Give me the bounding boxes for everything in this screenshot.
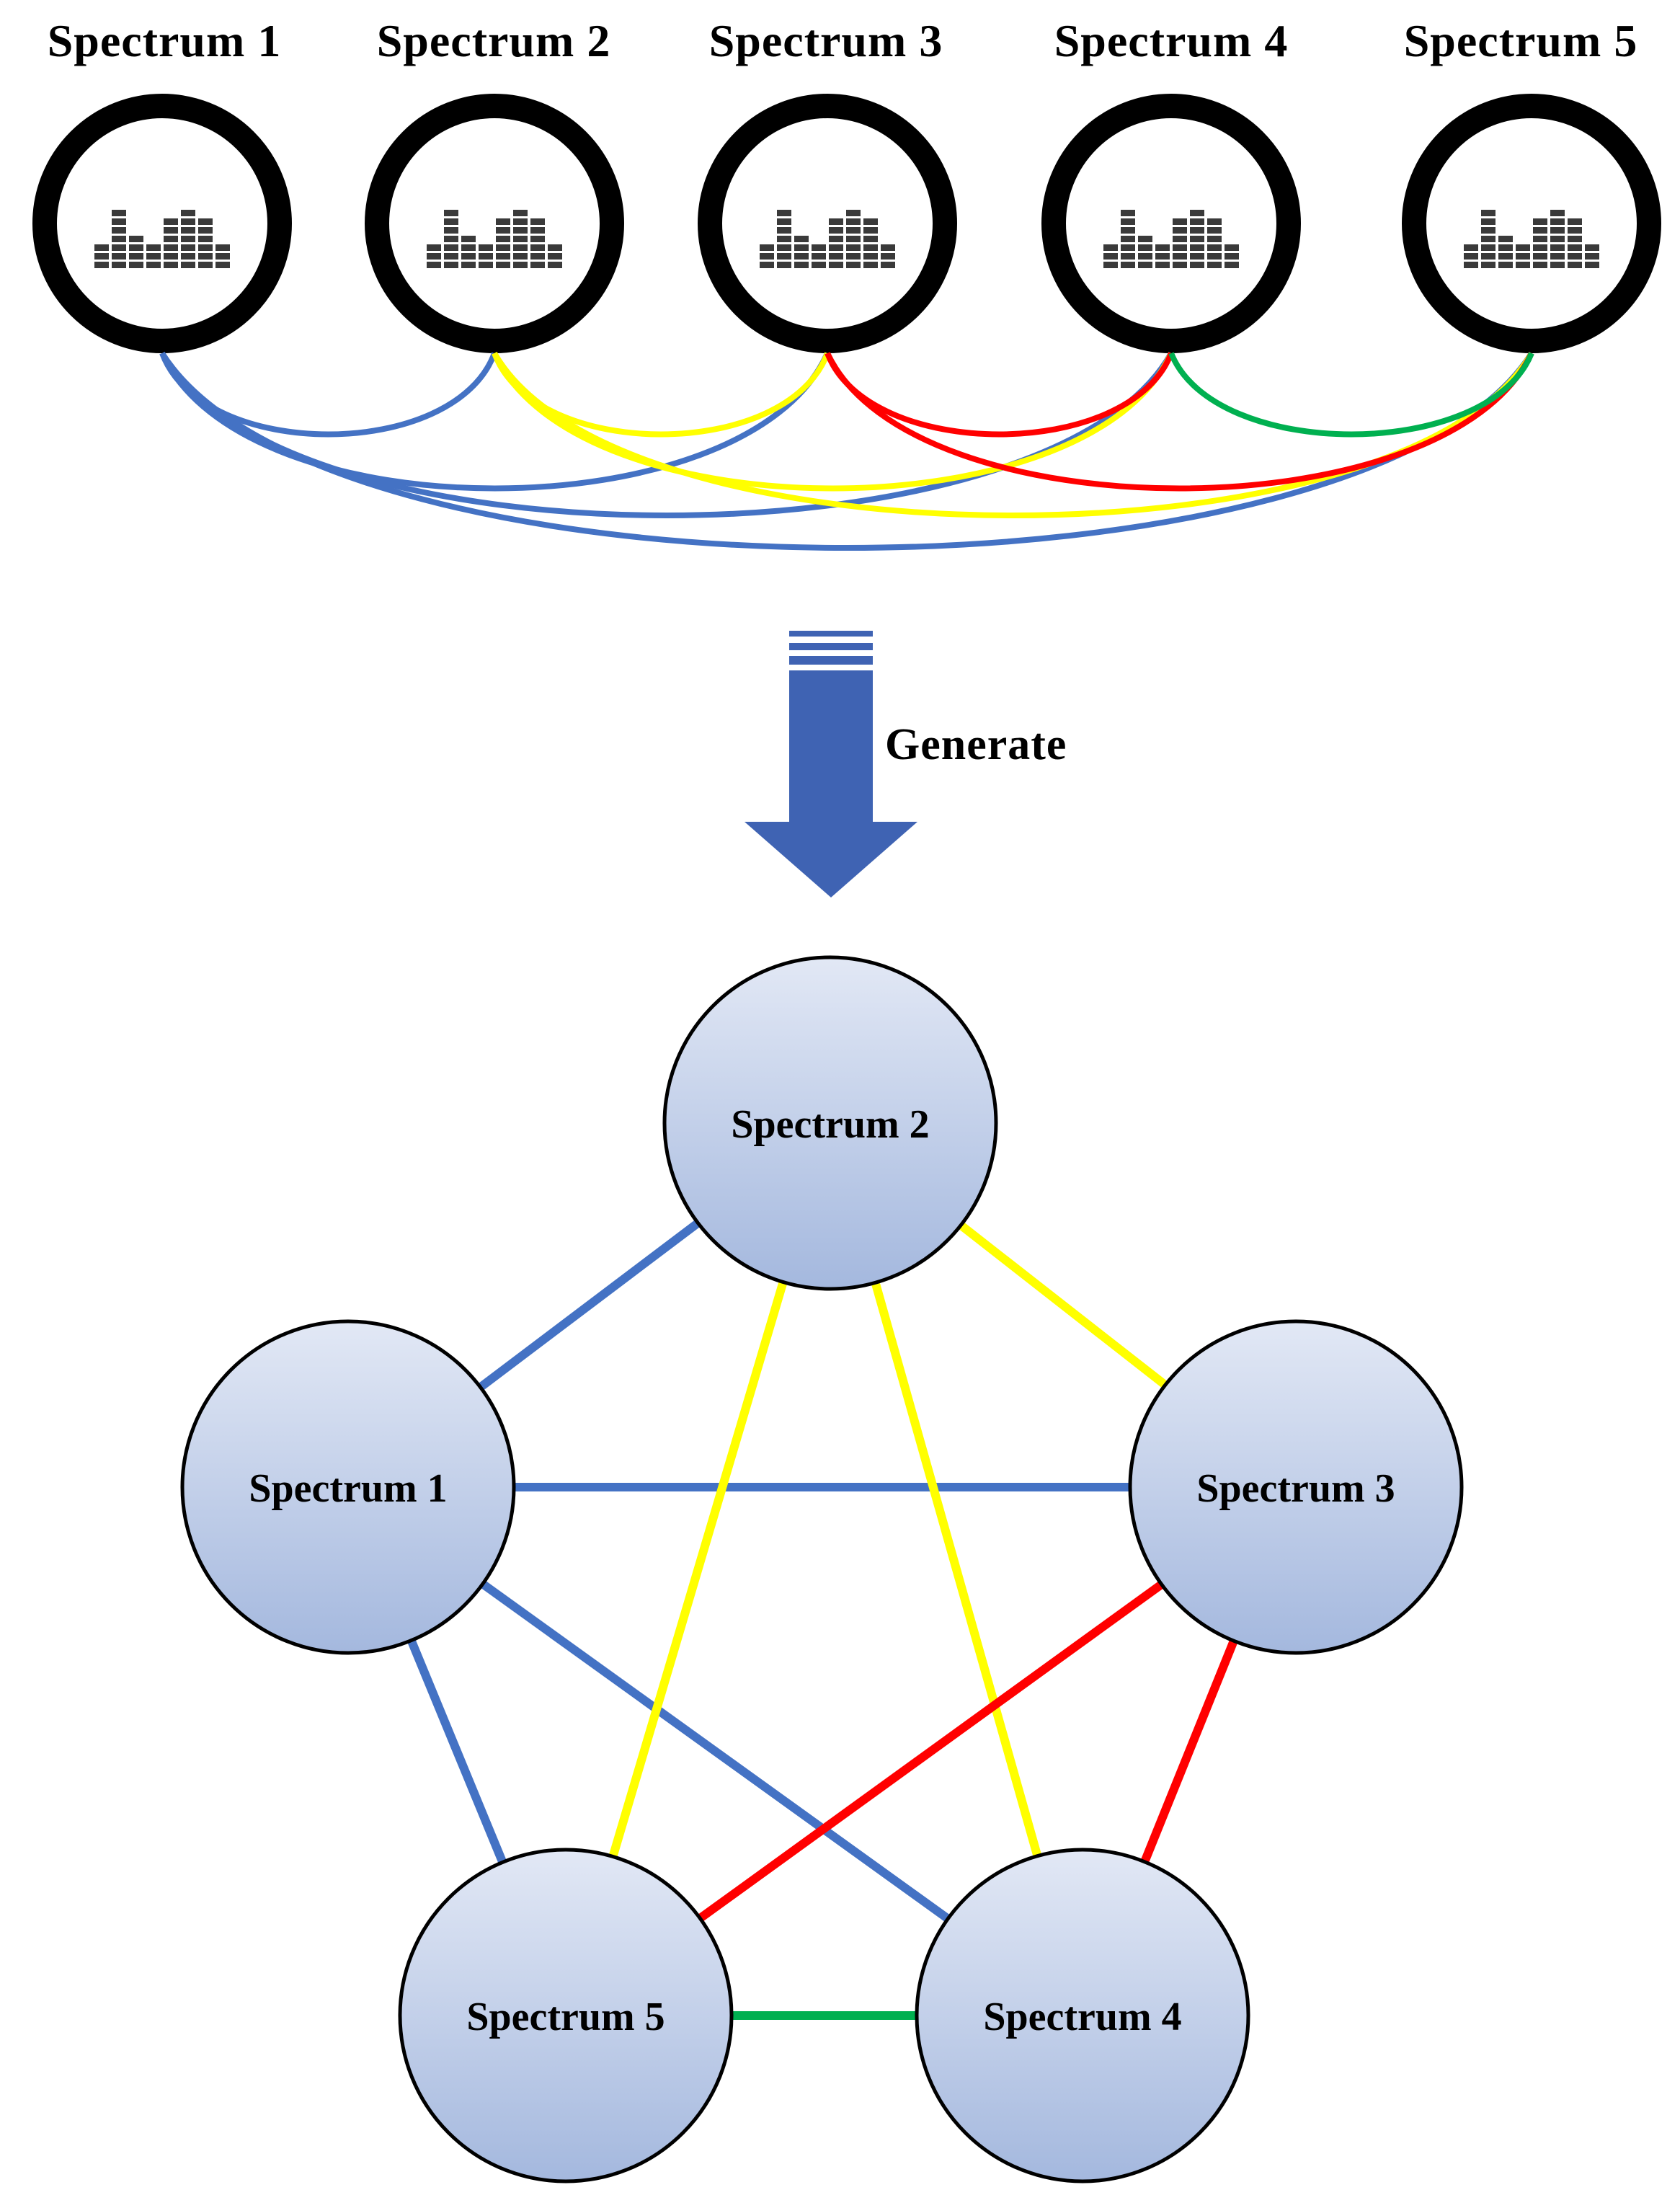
graph-edges (407, 1219, 1238, 2020)
graph-edge-3-4 (1140, 1639, 1238, 1863)
bar-chart-icon (94, 210, 230, 268)
generate-arrow: Generate (745, 631, 1067, 897)
arrow-stripe-2 (789, 643, 873, 650)
top-curve-1-3 (159, 352, 830, 492)
spectrum-ring-1 (32, 94, 292, 353)
arrow-stripe-1 (789, 631, 873, 637)
arrow-body (745, 670, 917, 897)
bar-chart-icon (427, 210, 562, 268)
node-label-3: Spectrum 3 (1196, 1466, 1395, 1511)
graph-edge-3-5 (697, 1580, 1165, 1923)
node-label-2: Spectrum 2 (731, 1102, 929, 1147)
bar-chart-icon (760, 210, 895, 268)
top-spectrum-label-5: Spectrum 5 (1404, 15, 1638, 66)
graph-edge-2-5 (608, 1280, 788, 1858)
graph-nodes: Spectrum 2 Spectrum 1 Spectrum 3 Spectru… (180, 955, 1464, 2183)
graph-node-1: Spectrum 1 (180, 1319, 516, 1655)
node-label-5: Spectrum 5 (466, 1995, 665, 2039)
node-circle-1 (180, 1319, 516, 1655)
graph-edge-1-5 (407, 1639, 507, 1864)
top-curve-1-2 (159, 352, 497, 438)
bar-chart-icon (1103, 210, 1239, 268)
spectrum-ring-4 (1041, 94, 1301, 353)
top-spectrum-label-4: Spectrum 4 (1054, 15, 1289, 66)
bar-chart-icon (1464, 210, 1599, 268)
graph-edge-2-4 (871, 1281, 1042, 1858)
graph-node-4: Spectrum 4 (915, 1848, 1250, 2183)
top-connection-curves (159, 351, 1534, 551)
node-label-4: Spectrum 4 (983, 1995, 1181, 2039)
top-curve-3-5 (825, 352, 1534, 492)
node-circle-5 (398, 1848, 734, 2183)
spectrum-ring-2 (365, 94, 624, 353)
node-label-1: Spectrum 1 (249, 1466, 447, 1511)
top-spectrum-label-1: Spectrum 1 (48, 15, 282, 66)
top-curve-2-4 (492, 352, 1174, 492)
node-circle-3 (1128, 1319, 1464, 1655)
top-spectrum-label-2: Spectrum 2 (377, 15, 611, 66)
node-circle-4 (915, 1848, 1250, 2183)
arrow-stripe-3 (789, 656, 873, 665)
top-spectrum-label-3: Spectrum 3 (709, 15, 943, 66)
node-circle-2 (662, 955, 998, 1291)
top-curve-4-5 (1168, 352, 1534, 438)
graph-edge-1-2 (477, 1219, 701, 1391)
graph-edge-2-3 (958, 1221, 1168, 1389)
top-curve-2-5 (492, 351, 1534, 518)
top-curve-3-4 (825, 352, 1174, 438)
top-curve-2-3 (492, 352, 830, 438)
top-spectra-row: Spectrum 1 Spectrum 2 Spectrum 3 Spectru… (32, 15, 1661, 353)
spectrum-ring-5 (1402, 94, 1661, 353)
generate-label: Generate (885, 720, 1067, 769)
spectrum-ring-3 (698, 94, 957, 353)
graph-node-5: Spectrum 5 (398, 1848, 734, 2183)
graph-node-2: Spectrum 2 (662, 955, 998, 1291)
graph-edge-1-4 (480, 1580, 951, 1923)
graph-node-3: Spectrum 3 (1128, 1319, 1464, 1655)
